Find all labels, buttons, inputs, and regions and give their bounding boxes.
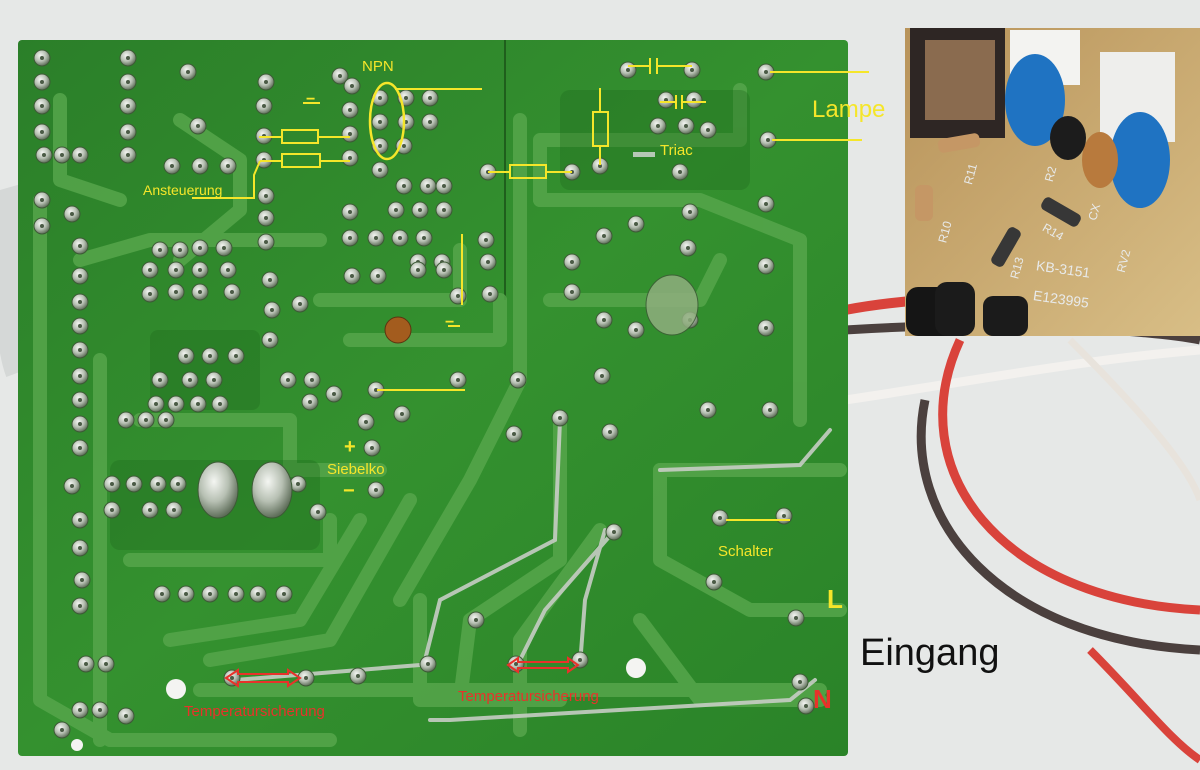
siebelko-minus-sign: −	[343, 480, 355, 502]
temperatursicherung-right-label: Temperatursicherung	[458, 688, 599, 705]
eingang-label: Eingang	[860, 632, 1000, 674]
triac-label: Triac	[660, 142, 693, 159]
npn-label: NPN	[362, 58, 394, 75]
temperatursicherung-left-label: Temperatursicherung	[184, 703, 325, 720]
npn-minus-sign: −	[306, 91, 316, 108]
inset-r2-label: R2	[1041, 164, 1060, 184]
elko-minus-sign: −	[445, 314, 455, 331]
inset-photo	[905, 28, 1200, 336]
ansteuerung-label: Ansteuerung	[143, 182, 223, 198]
schalter-label: Schalter	[718, 543, 774, 560]
lampe-label: Lampe	[812, 96, 886, 123]
siebelko-plus-sign: +	[344, 436, 356, 458]
l-terminal-label: L	[827, 584, 843, 614]
n-terminal-label: N	[813, 684, 832, 714]
siebelko-label: Siebelko	[327, 461, 385, 478]
